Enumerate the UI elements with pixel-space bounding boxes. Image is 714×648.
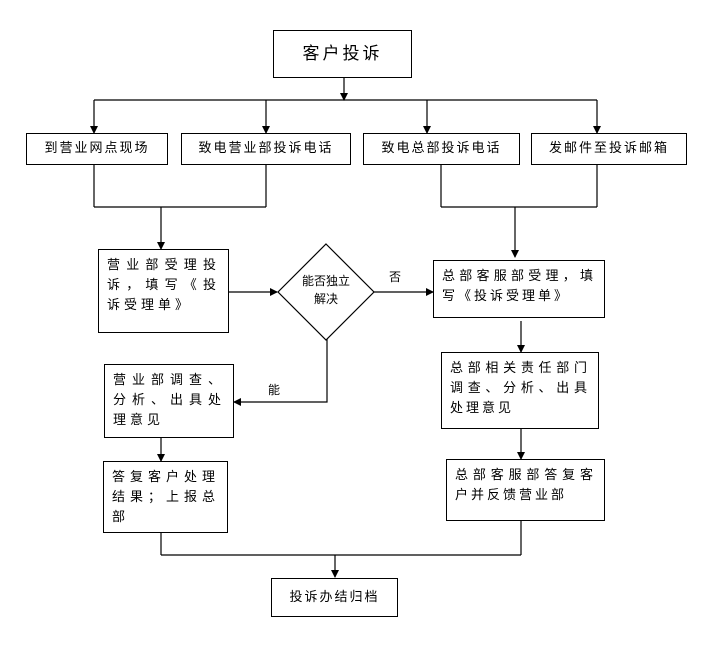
node-call-business-dept: 致电营业部投诉电话 — [181, 133, 351, 165]
node-business-investigate: 营业部调查、分析、出具处理意见 — [104, 364, 234, 438]
node-complaint: 客户投诉 — [273, 30, 412, 78]
node-email: 发邮件至投诉邮箱 — [531, 133, 687, 165]
node-archive: 投诉办结归档 — [271, 578, 398, 617]
node-hq-reply: 总部客服部答复客户并反馈营业部 — [446, 459, 605, 521]
decision-label: 能否独立解决 — [301, 274, 350, 306]
node-hq-dept-investigate: 总部相关责任部门调查、分析、出具处理意见 — [441, 352, 599, 429]
node-visit-outlet: 到营业网点现场 — [26, 133, 168, 165]
node-hq-service-accept: 总部客服部受理，填写《投诉受理单》 — [433, 260, 605, 318]
decision-diamond — [277, 243, 375, 341]
edge-label-no: 否 — [389, 270, 402, 284]
edge-decision-yes — [233, 339, 328, 406]
edge-label-yes: 能 — [268, 383, 281, 397]
node-business-reply: 答复客户处理结果；上报总部 — [103, 461, 228, 533]
node-business-accept: 营业部受理投诉，填写《投诉受理单》 — [98, 249, 229, 333]
node-call-headquarters: 致电总部投诉电话 — [363, 133, 520, 165]
